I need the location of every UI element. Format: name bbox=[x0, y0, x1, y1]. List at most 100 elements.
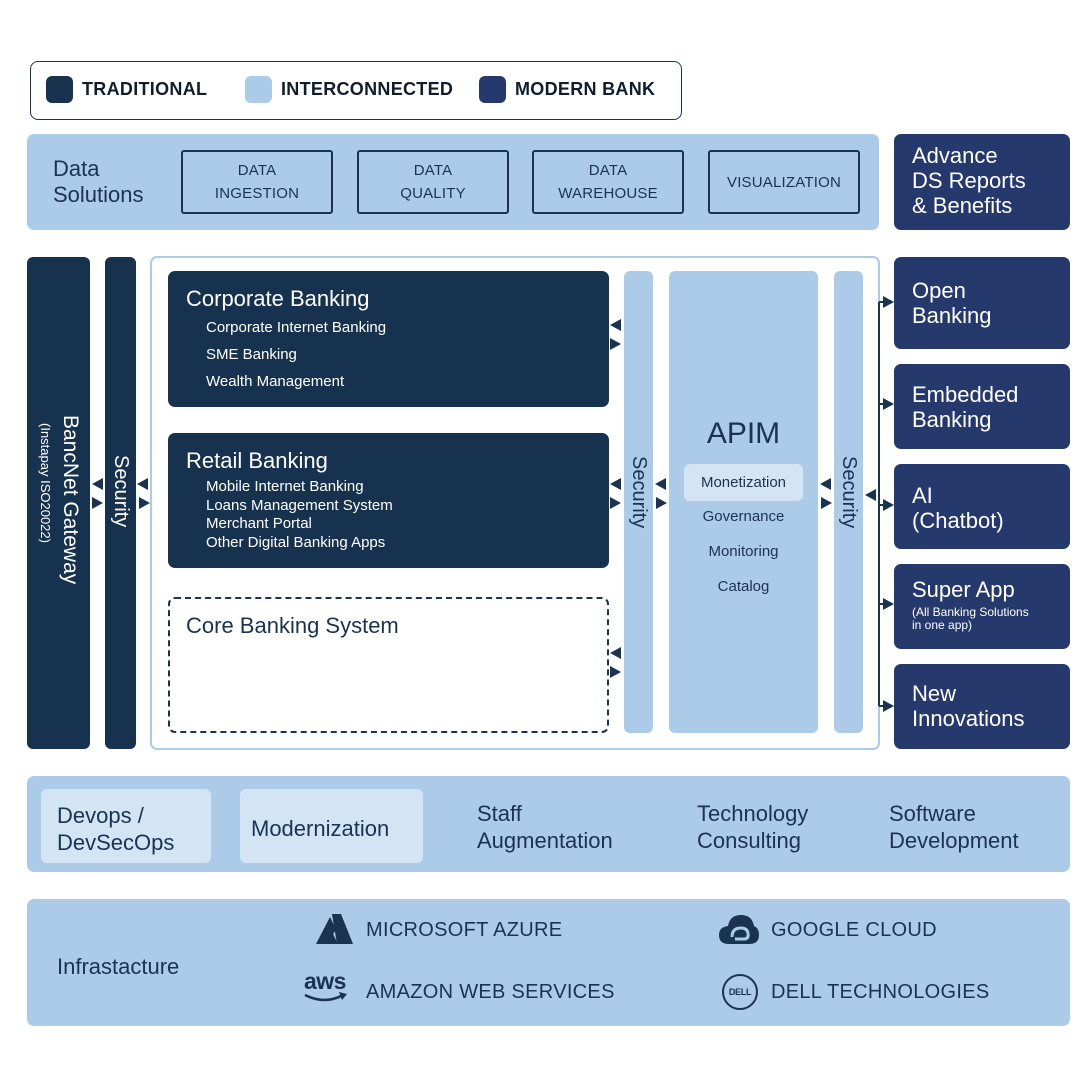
infrastructure-title: Infrastacture bbox=[57, 954, 180, 979]
advance-line1: Advance bbox=[912, 143, 998, 168]
legend-modern-label: MODERN BANK bbox=[515, 79, 656, 99]
embedded-banking-box: Embedded Banking bbox=[894, 364, 1070, 449]
bancnet-gateway-title: BancNet Gateway bbox=[59, 415, 82, 585]
bancnet-gateway-subtitle: (Instapay ISO20022) bbox=[38, 423, 53, 543]
azure-logo-icon bbox=[316, 914, 353, 944]
legend-traditional-swatch bbox=[46, 76, 73, 103]
core-banking-box: Core Banking System bbox=[168, 597, 609, 733]
data-solutions-title-line1: Data bbox=[53, 156, 100, 181]
arrow-left-icon bbox=[610, 647, 621, 659]
tech-line2: Consulting bbox=[697, 828, 801, 853]
dell-label: DELL TECHNOLOGIES bbox=[771, 981, 990, 1003]
software-line1: Software bbox=[889, 801, 976, 826]
connector-bus bbox=[878, 296, 894, 712]
legend-modern: MODERN BANK bbox=[479, 76, 655, 103]
super-app-note: (All Banking Solutions bbox=[912, 605, 1029, 619]
corporate-banking-title: Corporate Banking bbox=[186, 286, 370, 311]
ai-chatbot-box: AI (Chatbot) bbox=[894, 464, 1070, 549]
arrow-left-icon bbox=[92, 478, 103, 490]
staff-line2: Augmentation bbox=[477, 828, 613, 853]
technology-consulting: Technology Consulting bbox=[697, 800, 808, 854]
super-app-box: Super App (All Banking Solutions in one … bbox=[894, 564, 1070, 649]
security-label-outer: Security bbox=[110, 455, 132, 528]
retail-banking-title: Retail Banking bbox=[186, 448, 328, 473]
google-cloud-label: GOOGLE CLOUD bbox=[771, 919, 937, 941]
apim-governance: Governance bbox=[702, 508, 785, 525]
data-warehouse-line1: DATA bbox=[588, 162, 628, 179]
arrow-right-icon bbox=[610, 666, 621, 678]
devops-line2: DevSecOps bbox=[57, 830, 175, 855]
legend-modern-swatch bbox=[479, 76, 506, 103]
arrow-left-icon bbox=[655, 478, 666, 490]
arrow-right-icon bbox=[821, 497, 832, 509]
corporate-item: Wealth Management bbox=[206, 373, 345, 390]
data-solutions-title-line2: Solutions bbox=[53, 182, 144, 207]
aws-label: AMAZON WEB SERVICES bbox=[366, 981, 615, 1003]
modernization-box: Modernization bbox=[240, 789, 423, 863]
bancnet-gateway: BancNet Gateway (Instapay ISO20022) bbox=[27, 257, 90, 749]
arrow-right-icon bbox=[610, 497, 621, 509]
arrow-left-icon bbox=[820, 478, 831, 490]
module-line: Banking bbox=[912, 407, 992, 432]
arrow-left-icon bbox=[610, 319, 621, 331]
apim-title: APIM bbox=[706, 417, 781, 450]
module-line: New bbox=[912, 681, 957, 706]
security-bar-right: Security bbox=[834, 271, 863, 733]
advance-line2: DS Reports bbox=[912, 168, 1026, 193]
advance-line3: & Benefits bbox=[912, 193, 1013, 218]
retail-item: Loans Management System bbox=[206, 496, 393, 514]
apim-monitoring: Monitoring bbox=[708, 543, 779, 560]
arrow-left-icon bbox=[610, 478, 621, 490]
module-line: Embedded bbox=[912, 382, 1019, 407]
dell-logo-text: DELL bbox=[728, 987, 752, 997]
apim-catalog: Catalog bbox=[717, 578, 770, 595]
retail-item: Merchant Portal bbox=[206, 515, 312, 532]
module-line: Super App bbox=[912, 577, 1015, 602]
security-label-right: Security bbox=[838, 456, 860, 529]
retail-item: Mobile Internet Banking bbox=[206, 478, 364, 495]
aws-logo-text: aws bbox=[304, 968, 346, 994]
data-ingestion-line2: INGESTION bbox=[214, 185, 300, 202]
infrastructure-panel: Infrastacture MICROSOFT AZURE aws AMAZON… bbox=[27, 899, 1070, 1026]
tech-line1: Technology bbox=[697, 801, 809, 826]
software-development: Software Development bbox=[889, 800, 1019, 854]
retail-item: Other Digital Banking Apps bbox=[206, 533, 386, 551]
advance-ds-reports-box: Advance DS Reports & Benefits bbox=[894, 134, 1070, 230]
arrow-right-icon bbox=[139, 497, 150, 509]
module-line: Banking bbox=[912, 303, 992, 328]
open-banking-box: Open Banking bbox=[894, 257, 1070, 349]
modernization-label: Modernization bbox=[251, 816, 390, 841]
data-quality-line1: DATA bbox=[413, 162, 453, 179]
legend-traditional-label: TRADITIONAL bbox=[82, 79, 208, 99]
legend-interconnected: INTERCONNECTED bbox=[245, 76, 453, 103]
arrow-right-icon bbox=[92, 497, 103, 509]
visualization-label: VISUALIZATION bbox=[726, 173, 841, 191]
devops-line1: Devops / bbox=[57, 803, 144, 828]
legend: TRADITIONAL INTERCONNECTED MODERN BANK bbox=[30, 61, 682, 120]
retail-banking-box: Retail Banking Mobile Internet Banking L… bbox=[168, 433, 609, 568]
google-cloud-icon bbox=[719, 915, 759, 944]
corporate-banking-box: Corporate Banking Corporate Internet Ban… bbox=[168, 271, 609, 407]
software-line2: Development bbox=[889, 828, 1019, 853]
data-quality-line2: QUALITY bbox=[400, 185, 466, 202]
module-line: AI bbox=[912, 483, 933, 508]
module-line: Innovations bbox=[912, 706, 1025, 731]
module-line: (Chatbot) bbox=[912, 508, 1004, 533]
corporate-item: SME Banking bbox=[206, 346, 297, 363]
core-banking-title: Core Banking System bbox=[186, 613, 399, 638]
security-bar-outer: Security bbox=[105, 257, 136, 749]
aws-logo-icon: aws bbox=[299, 969, 351, 1007]
apim-monetization: Monetization bbox=[684, 464, 803, 501]
corporate-item: Corporate Internet Banking bbox=[206, 319, 387, 336]
legend-interconnected-label: INTERCONNECTED bbox=[281, 79, 454, 99]
legend-traditional: TRADITIONAL bbox=[46, 76, 207, 103]
module-line: Open bbox=[912, 278, 966, 303]
data-quality-box: DATA QUALITY bbox=[357, 150, 509, 214]
services-panel: Devops / DevSecOps Modernization Staff A… bbox=[27, 776, 1070, 872]
arrow-left-icon bbox=[865, 489, 876, 501]
staff-line1: Staff bbox=[477, 801, 522, 826]
legend-interconnected-swatch bbox=[245, 76, 272, 103]
